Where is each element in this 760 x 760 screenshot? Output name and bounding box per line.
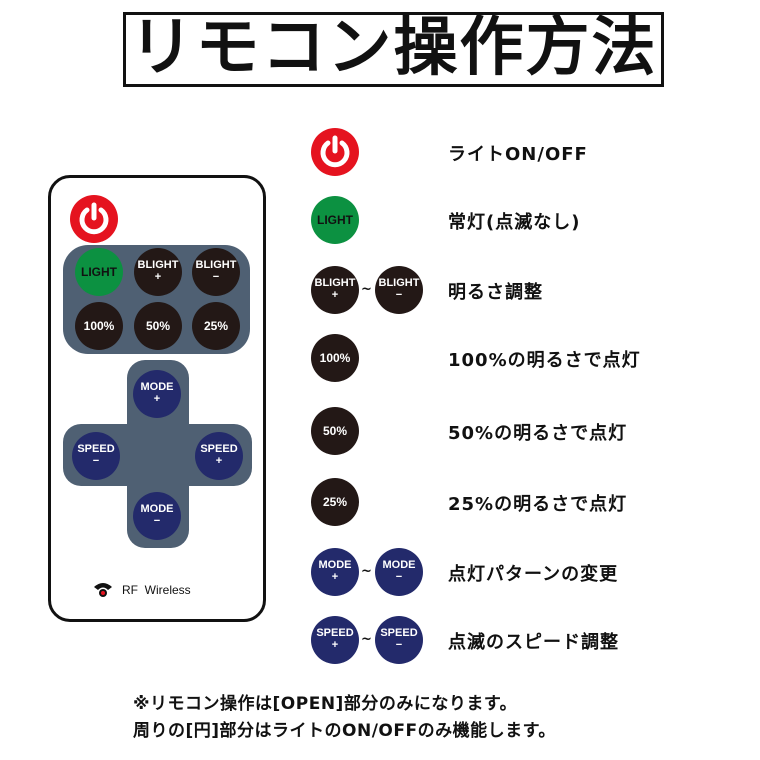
button-label: 50% xyxy=(145,318,171,333)
legend-100-button: 100% xyxy=(311,334,359,382)
legend-speed-plus: SPEED+ xyxy=(311,616,359,664)
legend-speed-minus: SPEED− xyxy=(375,616,423,664)
button-label: LIGHT xyxy=(317,212,353,227)
legend-50-button: 50% xyxy=(311,407,359,455)
button-label: 50% xyxy=(322,423,348,438)
page-title: リモコン操作方法 xyxy=(129,11,658,85)
legend-light-button: LIGHT xyxy=(311,196,359,244)
button-label: + xyxy=(215,455,223,467)
mode-minus-button[interactable]: MODE− xyxy=(133,492,181,540)
power-icon xyxy=(79,202,109,235)
legend-text: 点灯パターンの変更 xyxy=(448,564,619,585)
button-label: 25% xyxy=(203,318,229,333)
button-label: SPEED xyxy=(77,443,115,456)
button-label: SPEED xyxy=(200,443,238,456)
button-label: − xyxy=(395,289,403,301)
legend-blight-plus: BLIGHT+ xyxy=(311,266,359,314)
button-label: − xyxy=(395,571,403,583)
button-label: 25% xyxy=(322,494,348,509)
legend-mode-plus: MODE+ xyxy=(311,548,359,596)
legend-text: 明るさ調整 xyxy=(448,282,543,303)
power-icon xyxy=(320,135,350,168)
25-percent-button[interactable]: 25% xyxy=(192,302,240,350)
light-button[interactable]: LIGHT xyxy=(75,248,123,296)
button-label: − xyxy=(395,639,403,651)
note-line-1: ※リモコン操作は[OPEN]部分のみになります。 xyxy=(133,694,518,714)
tilde: ~ xyxy=(361,282,372,297)
remote-control xyxy=(48,175,266,622)
note-line-2: 周りの[円]部分はライトのON/OFFのみ機能します。 xyxy=(133,721,556,741)
speed-plus-button[interactable]: SPEED+ xyxy=(195,432,243,480)
button-label: + xyxy=(331,571,339,583)
button-label: SPEED xyxy=(316,627,354,640)
tilde: ~ xyxy=(361,632,372,647)
button-label: BLIGHT xyxy=(137,259,179,272)
button-label: LIGHT xyxy=(81,264,117,279)
button-label: + xyxy=(153,393,161,405)
speed-minus-button[interactable]: SPEED− xyxy=(72,432,120,480)
button-label: 100% xyxy=(319,350,351,365)
legend-25-button: 25% xyxy=(311,478,359,526)
button-label: BLIGHT xyxy=(378,277,420,290)
legend-text: 常灯(点滅なし) xyxy=(448,212,581,233)
button-label: + xyxy=(154,271,162,283)
legend-text: 点滅のスピード調整 xyxy=(448,632,619,653)
blight-minus-button[interactable]: BLIGHT− xyxy=(192,248,240,296)
rf-wireless-label: RF Wireless xyxy=(122,583,191,597)
button-label: − xyxy=(92,455,100,467)
100-percent-button[interactable]: 100% xyxy=(75,302,123,350)
power-button[interactable] xyxy=(70,195,118,243)
blight-plus-button[interactable]: BLIGHT+ xyxy=(134,248,182,296)
button-label: BLIGHT xyxy=(314,277,356,290)
legend-text: 100%の明るさで点灯 xyxy=(448,350,641,371)
legend-power-button xyxy=(311,128,359,176)
button-label: + xyxy=(331,289,339,301)
legend-text: 50%の明るさで点灯 xyxy=(448,423,628,444)
button-label: 100% xyxy=(83,318,115,333)
button-label: MODE xyxy=(140,381,174,394)
button-label: SPEED xyxy=(380,627,418,640)
button-label: − xyxy=(212,271,220,283)
button-label: MODE xyxy=(382,559,416,572)
legend-mode-minus: MODE− xyxy=(375,548,423,596)
wireless-signal-icon xyxy=(94,583,112,597)
legend-text: 25%の明るさで点灯 xyxy=(448,494,628,515)
50-percent-button[interactable]: 50% xyxy=(134,302,182,350)
legend-text: ライトON/OFF xyxy=(448,144,588,165)
title-frame xyxy=(123,12,664,87)
legend-blight-minus: BLIGHT− xyxy=(375,266,423,314)
button-label: MODE xyxy=(318,559,352,572)
mode-plus-button[interactable]: MODE+ xyxy=(133,370,181,418)
button-label: BLIGHT xyxy=(195,259,237,272)
button-label: MODE xyxy=(140,503,174,516)
tilde: ~ xyxy=(361,564,372,579)
button-label: − xyxy=(153,515,161,527)
button-label: + xyxy=(331,639,339,651)
